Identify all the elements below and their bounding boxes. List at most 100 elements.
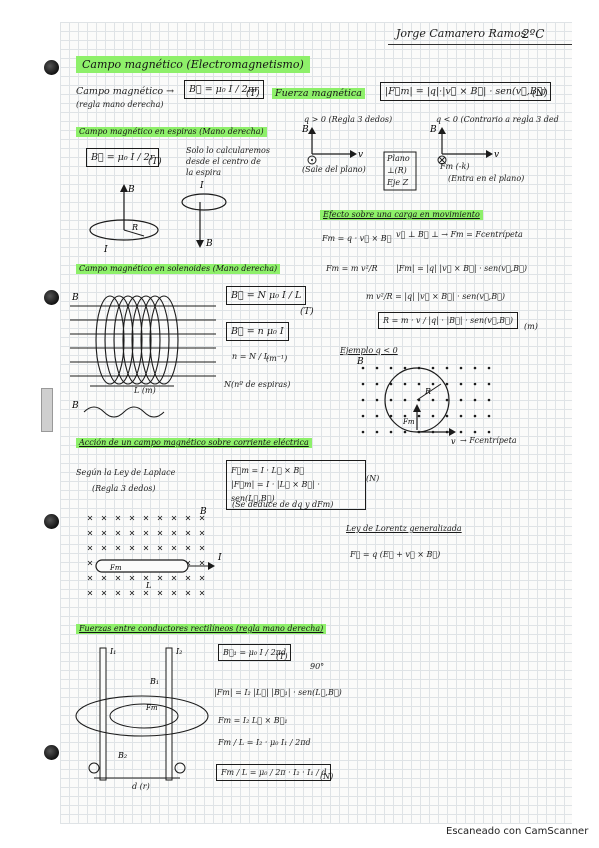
field-cross [115, 575, 121, 581]
field-cross [185, 590, 191, 596]
field-cross [171, 515, 177, 521]
field-dot [403, 414, 407, 418]
svg-text:I: I [103, 245, 108, 255]
field-cross [101, 590, 107, 596]
field-dot [473, 414, 477, 418]
svg-text:I: I [199, 181, 204, 191]
svg-text:Fm: Fm [145, 704, 158, 712]
spire-diagram: B R I B I [89, 181, 227, 255]
field-dot [487, 414, 491, 418]
field-cross [143, 530, 149, 536]
field-cross [129, 515, 135, 521]
svg-text:R: R [424, 387, 431, 396]
effect-line: v⃗ ⊥ B⃗ ⊥ → Fm = Fcentrípeta [396, 230, 523, 239]
field-dot [375, 382, 379, 386]
field-cross [171, 530, 177, 536]
parallel-formula: |Fm| = I₂ |L⃗| |B⃗₁| · sen(L⃗,B⃗) [214, 688, 342, 697]
laplace-formula: F⃗m = I · L⃗ × B⃗ [231, 466, 305, 475]
spire-formula-box: B⃗ = μ₀ I / 2r [86, 148, 160, 167]
solenoid-loop [149, 295, 179, 385]
field-dot [403, 398, 407, 402]
svg-text:B: B [127, 185, 135, 195]
field-dot [487, 430, 491, 434]
svg-text:L: L [145, 581, 151, 590]
field-cross [87, 575, 93, 581]
field-dot [487, 382, 491, 386]
field-dot [389, 398, 393, 402]
field-dot [417, 414, 421, 418]
field-cross [129, 575, 135, 581]
spire-note: desde el centro de [186, 157, 261, 166]
svg-text:I₁: I₁ [109, 647, 116, 656]
field-dot [459, 366, 463, 370]
parallel-formula-box: B⃗₁ = μ₀ I / 2πd [218, 644, 292, 661]
charge-positive: q > 0 (Regla 3 dedos) [304, 115, 393, 124]
field-dot [389, 366, 393, 370]
svg-text:v: v [451, 437, 456, 446]
field-cross [185, 545, 191, 551]
page-title: Campo magnético (Electromagnetismo) [76, 56, 310, 74]
charge-negative: q < 0 (Contrario a regla 3 ded [436, 115, 559, 124]
negative-charge-diagram: B v [429, 125, 499, 165]
scanner-watermark: Escaneado con CamScanner [446, 826, 589, 837]
field-dot [361, 382, 365, 386]
field-cross [143, 545, 149, 551]
author-name: Jorge Camarero Ramos [396, 27, 527, 40]
parallel-formula: Fm = I₂ L⃗ × B⃗₁ [218, 716, 288, 725]
svg-text:B₁: B₁ [149, 677, 159, 686]
field-cross [171, 545, 177, 551]
solenoid-formula-box: B⃗ = N μ₀ I / L [226, 286, 307, 305]
field-cross [101, 530, 107, 536]
effect-line: Fm = q · v⃗ × B⃗ [322, 234, 392, 243]
field-cross [185, 575, 191, 581]
solenoid-loop [104, 295, 134, 385]
field-dot [473, 430, 477, 434]
angle-label: 90° [310, 662, 325, 671]
current-label: Acción de un campo magnético sobre corri… [76, 438, 312, 448]
lorentz-label: Ley de Lorentz generalizada [346, 524, 462, 533]
svg-text:B: B [356, 357, 364, 367]
field-dot [403, 430, 407, 434]
field-dot [403, 382, 407, 386]
field-dot [403, 366, 407, 370]
field-cross [129, 545, 135, 551]
field-dot [459, 430, 463, 434]
field-cross [115, 530, 121, 536]
field-cross [87, 560, 93, 566]
field-dot [445, 366, 449, 370]
plane-text: Eje Z [387, 178, 409, 187]
field-cross [199, 590, 205, 596]
distance-label: d (r) [132, 782, 150, 791]
centripetal-label: → Fcentrípeta [460, 436, 517, 445]
field-cross [199, 530, 205, 536]
field-dot [389, 382, 393, 386]
course-label: 2ºC [522, 27, 545, 41]
number-of-turns: N(nº de espiras) [224, 380, 291, 389]
svg-text:B: B [199, 507, 207, 517]
punch-hole [44, 745, 59, 760]
spire-note: la espira [186, 168, 221, 177]
field-dot [375, 430, 379, 434]
solenoid-loop [113, 295, 143, 385]
laplace-formula: |F⃗m| = I · |L⃗ × B⃗| · sen(L⃗,B⃗) [231, 480, 320, 503]
field-dot [389, 430, 393, 434]
field-cross [171, 575, 177, 581]
into-plane: (Entra en el plano) [448, 174, 525, 183]
solenoid-length: L (m) [134, 386, 156, 395]
field-cross [185, 515, 191, 521]
svg-text:Fm: Fm [109, 564, 122, 572]
svg-text:v: v [358, 150, 363, 160]
spire-unit: (T) [148, 156, 162, 167]
field-dot [473, 398, 477, 402]
field-dot [361, 430, 365, 434]
effect-label: Efecto sobre una carga en movimiento [320, 210, 483, 220]
parallel-conductors-diagram: I₁ I₂ B₁ Fm B₂ [75, 647, 209, 781]
fm-neg-label: Fm (-k) [440, 162, 470, 171]
svg-text:B: B [205, 239, 213, 249]
field-dot [431, 398, 435, 402]
spire-note: Solo lo calcularemos [186, 146, 270, 155]
field-dot [459, 382, 463, 386]
field-cross [199, 515, 205, 521]
field-dot [445, 414, 449, 418]
svg-text:B: B [429, 125, 437, 135]
